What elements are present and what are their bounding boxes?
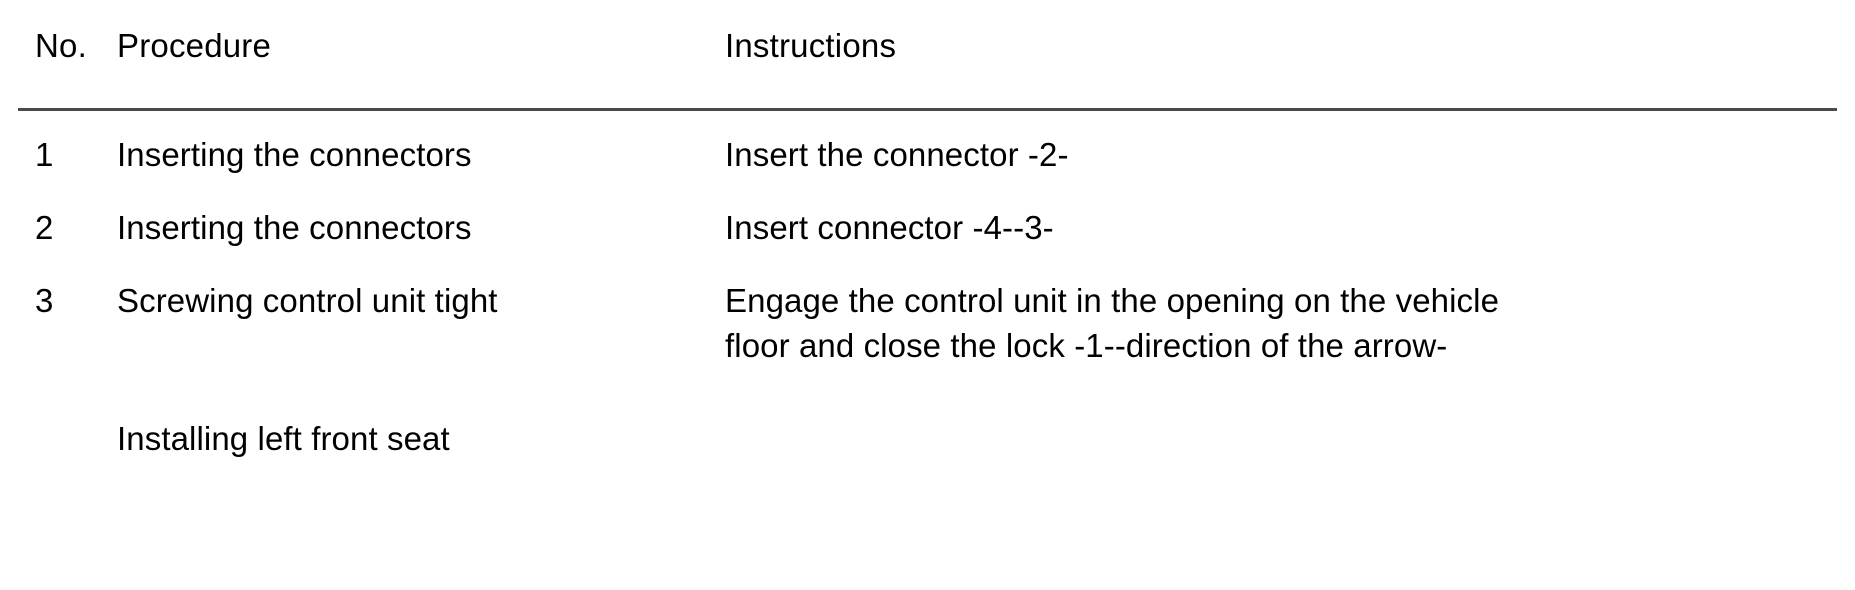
cell-procedure: Inserting the connectors <box>117 136 472 173</box>
cell-no: 1 <box>35 136 54 173</box>
table-row: Installing left front seat <box>0 402 1855 475</box>
instruction-line: Engage the control unit in the opening o… <box>725 282 1500 319</box>
cell-no: 3 <box>35 282 54 319</box>
column-header-no: No. <box>35 27 87 64</box>
cell-instructions: Insert connector -4--3- <box>725 205 1855 250</box>
row-spacer <box>0 382 1855 402</box>
cell-no: 2 <box>35 209 54 246</box>
cell-procedure: Screwing control unit tight <box>117 282 498 319</box>
column-header-instructions: Instructions <box>725 27 897 64</box>
table-header-row: No. Procedure Instructions <box>0 0 1855 92</box>
procedure-table: No. Procedure Instructions 1 Inserting t… <box>0 0 1855 457</box>
instruction-line: Insert the connector -2- <box>725 136 1069 173</box>
header-divider-rule <box>18 108 1837 111</box>
cell-instructions: Engage the control unit in the opening o… <box>725 278 1855 368</box>
table-body: 1 Inserting the connectors Insert the co… <box>0 118 1855 475</box>
table-row: 2 Inserting the connectors Insert connec… <box>0 191 1855 264</box>
cell-procedure: Installing left front seat <box>117 420 450 457</box>
cell-instructions: Insert the connector -2- <box>725 132 1855 177</box>
instruction-line: floor and close the lock -1--direction o… <box>725 327 1448 364</box>
instruction-line: Insert connector -4--3- <box>725 209 1054 246</box>
table-row: 1 Inserting the connectors Insert the co… <box>0 118 1855 191</box>
table-row: 3 Screwing control unit tight Engage the… <box>0 264 1855 382</box>
cell-procedure: Inserting the connectors <box>117 209 472 246</box>
column-header-procedure: Procedure <box>117 27 272 64</box>
